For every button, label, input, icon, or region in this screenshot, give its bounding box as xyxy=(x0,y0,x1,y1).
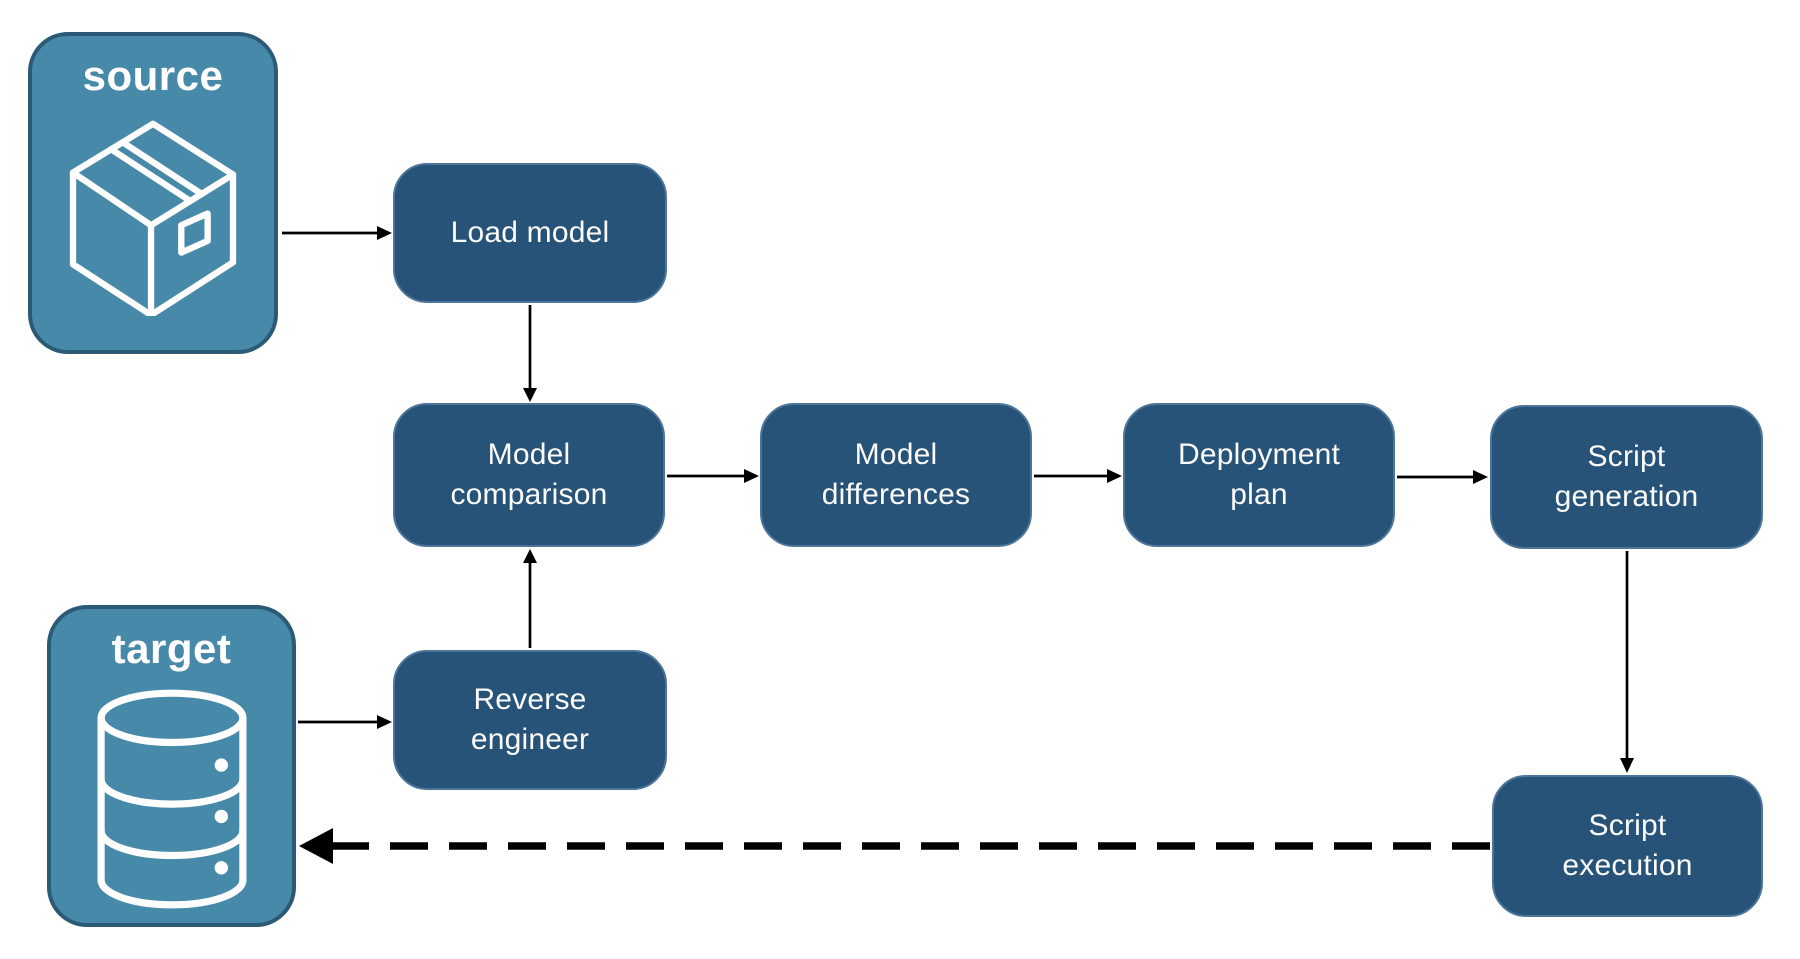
script-generation-label: Script generation xyxy=(1554,440,1699,513)
arrowhead xyxy=(744,469,759,483)
node-model-comparison: Model comparison xyxy=(393,403,665,547)
node-deployment-plan: Deployment plan xyxy=(1123,403,1395,547)
node-script-generation: Script generation xyxy=(1490,405,1763,549)
node-target: target xyxy=(47,605,296,927)
deployment-plan-label: Deployment plan xyxy=(1177,438,1341,511)
node-script-execution: Script execution xyxy=(1492,775,1763,917)
arrowhead xyxy=(1620,758,1634,773)
source-label: source xyxy=(82,52,224,99)
target-label: target xyxy=(111,625,232,672)
node-source: source xyxy=(28,32,278,354)
arrowhead-large xyxy=(299,828,333,864)
database-icon xyxy=(97,689,246,909)
arrowhead xyxy=(1473,470,1488,484)
arrowhead xyxy=(523,388,537,402)
reverse-engineer-label: Reverse engineer xyxy=(470,683,590,756)
arrowhead xyxy=(377,226,392,240)
node-load-model: Load model xyxy=(393,163,667,303)
model-comparison-label: Model comparison xyxy=(450,438,608,511)
node-reverse-engineer: Reverse engineer xyxy=(393,650,667,790)
arrowhead xyxy=(523,549,537,563)
package-icon xyxy=(69,120,237,316)
model-differences-label: Model differences xyxy=(821,438,971,511)
node-model-differences: Model differences xyxy=(760,403,1032,547)
load-model-label: Load model xyxy=(450,216,610,250)
script-execution-label: Script execution xyxy=(1562,809,1693,882)
arrowhead xyxy=(1107,469,1122,483)
arrowhead xyxy=(377,715,392,729)
